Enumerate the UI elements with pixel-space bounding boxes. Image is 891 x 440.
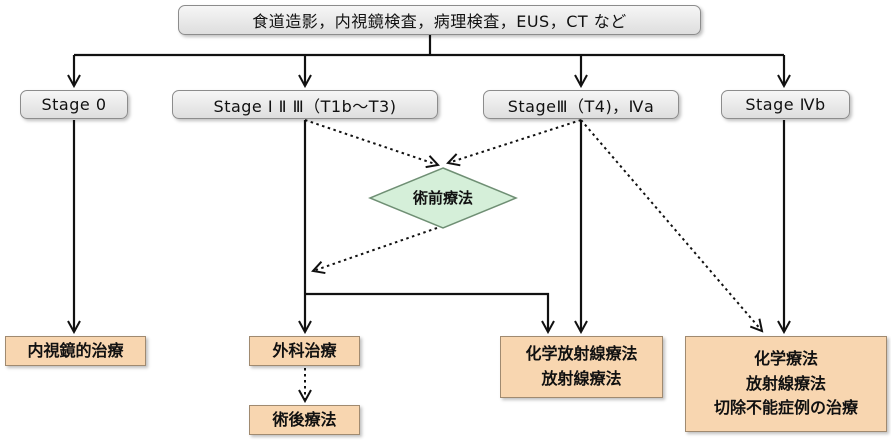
radiotherapy-line: 放射線療法 — [745, 373, 826, 393]
chemotherapy-line: 化学療法 — [753, 348, 818, 368]
arrow-stage123-branch-to-chemorad — [305, 292, 548, 332]
surgery-label: 外科治療 — [272, 340, 337, 360]
stage-1-2-3-label: Stage Ⅰ Ⅱ Ⅲ（T1b～T3) — [213, 96, 397, 116]
chemoradiotherapy-box: 化学放射線療法 放射線療法 — [500, 336, 663, 398]
postop-therapy-box: 術後療法 — [249, 405, 360, 435]
stage-4b-box: Stage Ⅳb — [721, 90, 850, 119]
preop-diamond — [368, 167, 518, 229]
examinations-label: 食道造影，内視鏡検査，病理検査，EUS，CT など — [252, 12, 627, 31]
dotted-preop-to-surgery — [313, 227, 438, 271]
endoscopic-treatment-label: 内視鏡的治療 — [27, 340, 124, 360]
dotted-stage3-4a-to-preop — [448, 119, 582, 163]
stage-3-4a-box: StageⅢ（T4)，Ⅳa — [483, 90, 679, 119]
dotted-stage123-to-preop — [304, 119, 438, 165]
endoscopic-treatment-box: 内視鏡的治療 — [5, 336, 146, 366]
solid-connectors — [74, 35, 784, 332]
chemotherapy-box: 化学療法 放射線療法 切除不能症例の治療 — [685, 336, 887, 432]
unresectable-treatment-line: 切除不能症例の治療 — [713, 398, 858, 418]
stage-4b-label: Stage Ⅳb — [745, 95, 826, 114]
stage-3-4a-label: StageⅢ（T4)，Ⅳa — [507, 96, 655, 116]
stage-1-2-3-box: Stage Ⅰ Ⅱ Ⅲ（T1b～T3) — [172, 90, 438, 119]
examinations-box: 食道造影，内視鏡検査，病理検査，EUS，CT など — [178, 5, 701, 35]
stage-0-box: Stage 0 — [20, 90, 128, 119]
dotted-connectors — [304, 119, 762, 401]
chemoradiotherapy-line: 化学放射線療法 — [525, 344, 638, 364]
radiotherapy-line: 放射線療法 — [541, 369, 622, 388]
stage-0-label: Stage 0 — [41, 95, 107, 114]
postop-therapy-label: 術後療法 — [272, 409, 337, 429]
preop-therapy-label: 術前療法 — [412, 189, 473, 207]
dotted-stage3-4a-to-chemo — [580, 119, 762, 331]
surgery-box: 外科治療 — [249, 336, 360, 366]
